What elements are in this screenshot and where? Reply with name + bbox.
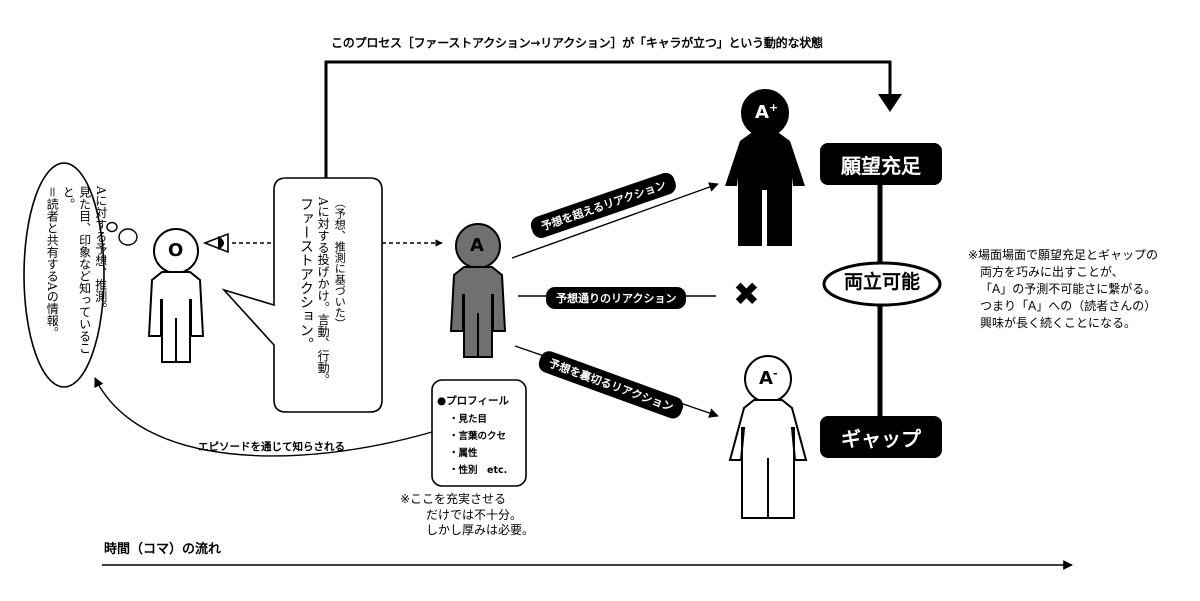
time-axis-label: 時間（コマ）の流れ bbox=[104, 542, 222, 557]
thought-line-2: 見た目、印象など知っていること。 bbox=[61, 186, 92, 354]
eye-icon bbox=[202, 232, 229, 254]
process-loop-line bbox=[324, 60, 892, 178]
fulfill-box: 願望充足 bbox=[820, 143, 942, 185]
side-note-line: ※場面場面で願望充足とギャップの bbox=[968, 248, 1159, 262]
speech-bubble bbox=[221, 177, 383, 413]
episode-arrow bbox=[94, 377, 433, 457]
side-note: ※場面場面で願望充足とギャップの 両方を巧みに出すことが、 「A」の予測不可能さ… bbox=[968, 247, 1158, 332]
thought-bubble-text: Aに対する予想、推測。 見た目、印象など知っていること。 ＝読者と共有するAの情… bbox=[44, 186, 109, 366]
process-loop-arrowhead bbox=[878, 94, 902, 112]
character-a-plus-figure bbox=[725, 89, 805, 246]
character-a-label: A bbox=[470, 235, 484, 256]
a-plus-sup: + bbox=[768, 101, 779, 114]
thought-bubble bbox=[23, 162, 105, 388]
thought-line-3: ＝読者と共有するAの情報。 bbox=[45, 186, 60, 339]
side-note-line: 「A」の予測不可能さに繋がる。 bbox=[980, 282, 1157, 297]
profile-note-line: だけでは不十分。 bbox=[426, 507, 523, 522]
side-note-line: つまり「A」への（読者さんの） bbox=[980, 299, 1157, 314]
side-note-line: 両方を巧みに出すことが、 bbox=[980, 265, 1124, 280]
a-plus-letter: A bbox=[755, 102, 769, 123]
thought-line-1: Aに対する予想、推測。 bbox=[93, 186, 108, 315]
speech-line-2: Aに対する投げかけ。言動、行動。 bbox=[316, 197, 331, 386]
thought-dot-small bbox=[106, 221, 118, 233]
profile-box bbox=[431, 379, 527, 487]
profile-item: ・属性 bbox=[449, 448, 478, 459]
a-minus-sup: - bbox=[772, 367, 778, 380]
compatible-label: 両立可能 bbox=[843, 271, 920, 293]
episode-label: エピソードを通じて知らされる bbox=[198, 441, 345, 453]
profile-item: ・言葉のクセ bbox=[449, 431, 507, 442]
speech-line-3: ファーストアクション。 bbox=[297, 197, 314, 351]
profile-title: ●プロフィール bbox=[437, 395, 509, 407]
exceed-arrow-line bbox=[511, 182, 719, 259]
observer-label: O bbox=[168, 240, 184, 261]
character-a-minus-label: A- bbox=[759, 367, 778, 391]
character-a-minus-figure bbox=[728, 355, 808, 519]
speech-bubble-text: （予想、推測に基づいた） Aに対する投げかけ。言動、行動。 ファーストアクション… bbox=[296, 197, 347, 397]
speech-line-1: （予想、推測に基づいた） bbox=[333, 197, 347, 329]
side-note-line: 興味が長く続くことになる。 bbox=[980, 316, 1137, 331]
profile-note: ※ここを充実させる だけでは不十分。 しかし厚みは必要。 bbox=[400, 492, 534, 539]
thought-dot-large bbox=[118, 228, 138, 246]
profile-item: ・見た目 bbox=[449, 414, 488, 425]
character-a-figure bbox=[449, 223, 507, 358]
gap-box: ギャップ bbox=[820, 416, 942, 458]
profile-note-line: ※ここを充実させる bbox=[400, 492, 507, 506]
compatible-oval bbox=[822, 261, 942, 307]
a-minus-letter: A bbox=[759, 368, 773, 389]
profile-note-line: しかし厚みは必要。 bbox=[426, 523, 535, 538]
profile-item: ・性別 etc. bbox=[449, 465, 508, 476]
character-a-plus-label: A+ bbox=[755, 101, 778, 125]
reaction-expected-pill: 予想通りのリアクション bbox=[546, 287, 687, 309]
observer-figure bbox=[147, 228, 205, 363]
top-caption: このプロセス［ファーストアクション→リアクション］が「キャラが立つ」という動的な… bbox=[331, 36, 823, 50]
cross-mark: ✖ bbox=[733, 275, 760, 313]
